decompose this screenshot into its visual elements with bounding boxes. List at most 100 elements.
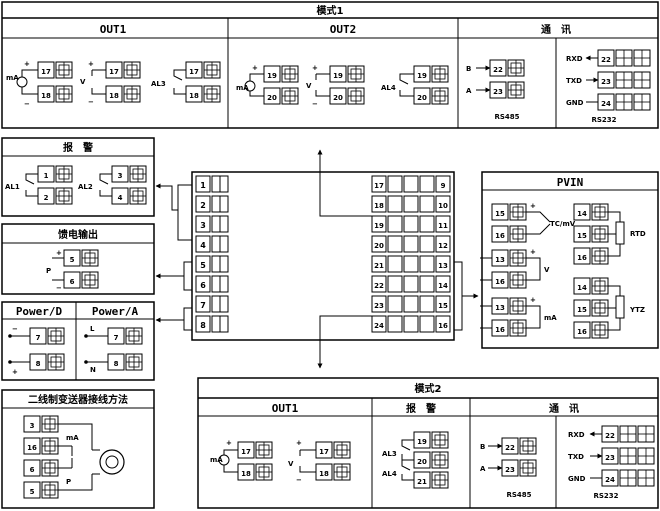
mode1-out1-title: OUT1 xyxy=(100,23,127,36)
svg-text:7: 7 xyxy=(114,334,119,342)
svg-text:TXD: TXD xyxy=(568,453,584,461)
svg-text:18: 18 xyxy=(109,92,119,100)
center-left-terminal: 3 xyxy=(195,215,229,233)
svg-text:A: A xyxy=(466,87,472,95)
svg-text:V: V xyxy=(80,78,86,86)
svg-text:V: V xyxy=(288,460,294,468)
terminal-number: 11 xyxy=(438,222,448,230)
pvin-title: PVIN xyxy=(557,176,584,189)
svg-text:+: + xyxy=(530,248,536,256)
mode1-title: 模式1 xyxy=(317,4,344,17)
svg-text:22: 22 xyxy=(605,432,615,440)
svg-text:16: 16 xyxy=(495,326,505,334)
mode1-out2-title: OUT2 xyxy=(330,23,357,36)
terminal-number: 15 xyxy=(438,302,448,310)
mode2-title: 模式2 xyxy=(415,382,442,395)
svg-text:21: 21 xyxy=(417,478,427,486)
center-left-terminal: 4 xyxy=(195,235,229,253)
center-left-terminal: 5 xyxy=(195,255,229,273)
terminal-number: 8 xyxy=(200,321,206,330)
svg-text:+: + xyxy=(226,439,232,447)
svg-text:RS485: RS485 xyxy=(506,491,531,499)
terminal-number: 19 xyxy=(374,222,384,230)
svg-text:16: 16 xyxy=(27,444,37,452)
svg-text:2: 2 xyxy=(44,194,49,202)
svg-text:19: 19 xyxy=(267,72,277,80)
mode2-comm-title: 通 讯 xyxy=(549,402,579,415)
svg-text:TC/mV: TC/mV xyxy=(550,220,576,228)
svg-text:16: 16 xyxy=(577,254,587,262)
svg-text:+: + xyxy=(252,64,258,72)
svg-text:+: + xyxy=(24,60,30,68)
svg-text:P: P xyxy=(46,267,51,275)
svg-text:mA: mA xyxy=(210,456,223,464)
svg-text:23: 23 xyxy=(601,78,611,86)
svg-text:RTD: RTD xyxy=(630,230,646,238)
svg-text:−: − xyxy=(24,100,30,108)
terminal-number: 5 xyxy=(200,261,206,270)
svg-text:RXD: RXD xyxy=(568,431,585,439)
power-d-title: Power/D xyxy=(16,305,63,318)
svg-text:+: + xyxy=(296,439,302,447)
svg-text:20: 20 xyxy=(417,458,427,466)
svg-text:18: 18 xyxy=(319,470,329,478)
svg-text:16: 16 xyxy=(495,278,505,286)
svg-text:L: L xyxy=(90,325,95,333)
svg-text:RS485: RS485 xyxy=(494,113,519,121)
svg-text:−: − xyxy=(12,325,18,333)
terminal-number: 12 xyxy=(438,242,448,250)
svg-text:22: 22 xyxy=(601,56,611,64)
svg-text:23: 23 xyxy=(493,88,503,96)
svg-text:RS232: RS232 xyxy=(591,116,616,124)
svg-text:+: + xyxy=(12,368,18,376)
svg-text:13: 13 xyxy=(495,256,505,264)
svg-text:22: 22 xyxy=(493,66,503,74)
mode2-out1-title: OUT1 xyxy=(272,402,299,415)
terminal-number: 24 xyxy=(374,322,384,330)
center-left-terminal: 6 xyxy=(195,275,229,293)
svg-text:GND: GND xyxy=(568,475,586,483)
svg-text:15: 15 xyxy=(577,232,587,240)
terminal-number: 18 xyxy=(374,202,384,210)
svg-text:17: 17 xyxy=(319,448,329,456)
svg-text:5: 5 xyxy=(70,256,75,264)
mode2-panel: 模式2 OUT1 报 警 通 讯 17 18 mA + 17 18 V + − … xyxy=(197,377,659,509)
svg-text:19: 19 xyxy=(333,72,343,80)
feed-panel: 馈电输出 5 6 + − P xyxy=(1,223,155,295)
terminal-number: 3 xyxy=(200,221,206,230)
svg-text:20: 20 xyxy=(333,94,343,102)
svg-text:AL4: AL4 xyxy=(381,84,396,92)
svg-text:18: 18 xyxy=(241,470,251,478)
svg-text:20: 20 xyxy=(417,94,427,102)
pvin-panel: PVIN 15 16 + TC/mV 13 16 + V 13 16 + mA … xyxy=(480,171,659,349)
svg-text:RXD: RXD xyxy=(566,55,583,63)
svg-text:B: B xyxy=(480,443,485,451)
svg-text:B: B xyxy=(466,65,471,73)
terminal-number: 13 xyxy=(438,262,448,270)
mode2-alarm-title: 报 警 xyxy=(406,402,436,415)
svg-text:19: 19 xyxy=(417,72,427,80)
terminal-number: 9 xyxy=(441,182,446,190)
svg-text:15: 15 xyxy=(577,306,587,314)
svg-text:+: + xyxy=(530,296,536,304)
svg-text:RS232: RS232 xyxy=(593,492,618,500)
svg-text:mA: mA xyxy=(66,434,79,442)
svg-text:18: 18 xyxy=(41,92,51,100)
svg-text:8: 8 xyxy=(36,360,41,368)
svg-text:AL1: AL1 xyxy=(5,183,20,191)
terminal-number: 6 xyxy=(200,281,206,290)
svg-text:P: P xyxy=(66,478,71,486)
svg-text:+: + xyxy=(530,202,536,210)
terminal-number: 7 xyxy=(200,301,206,310)
svg-text:5: 5 xyxy=(30,488,35,496)
svg-text:mA: mA xyxy=(544,314,557,322)
terminal-number: 1 xyxy=(200,181,206,190)
svg-text:15: 15 xyxy=(495,210,505,218)
svg-text:17: 17 xyxy=(41,68,51,76)
alarm-title: 报 警 xyxy=(63,141,93,154)
mode1-out2-ma: 19 20 mA + xyxy=(236,64,299,105)
